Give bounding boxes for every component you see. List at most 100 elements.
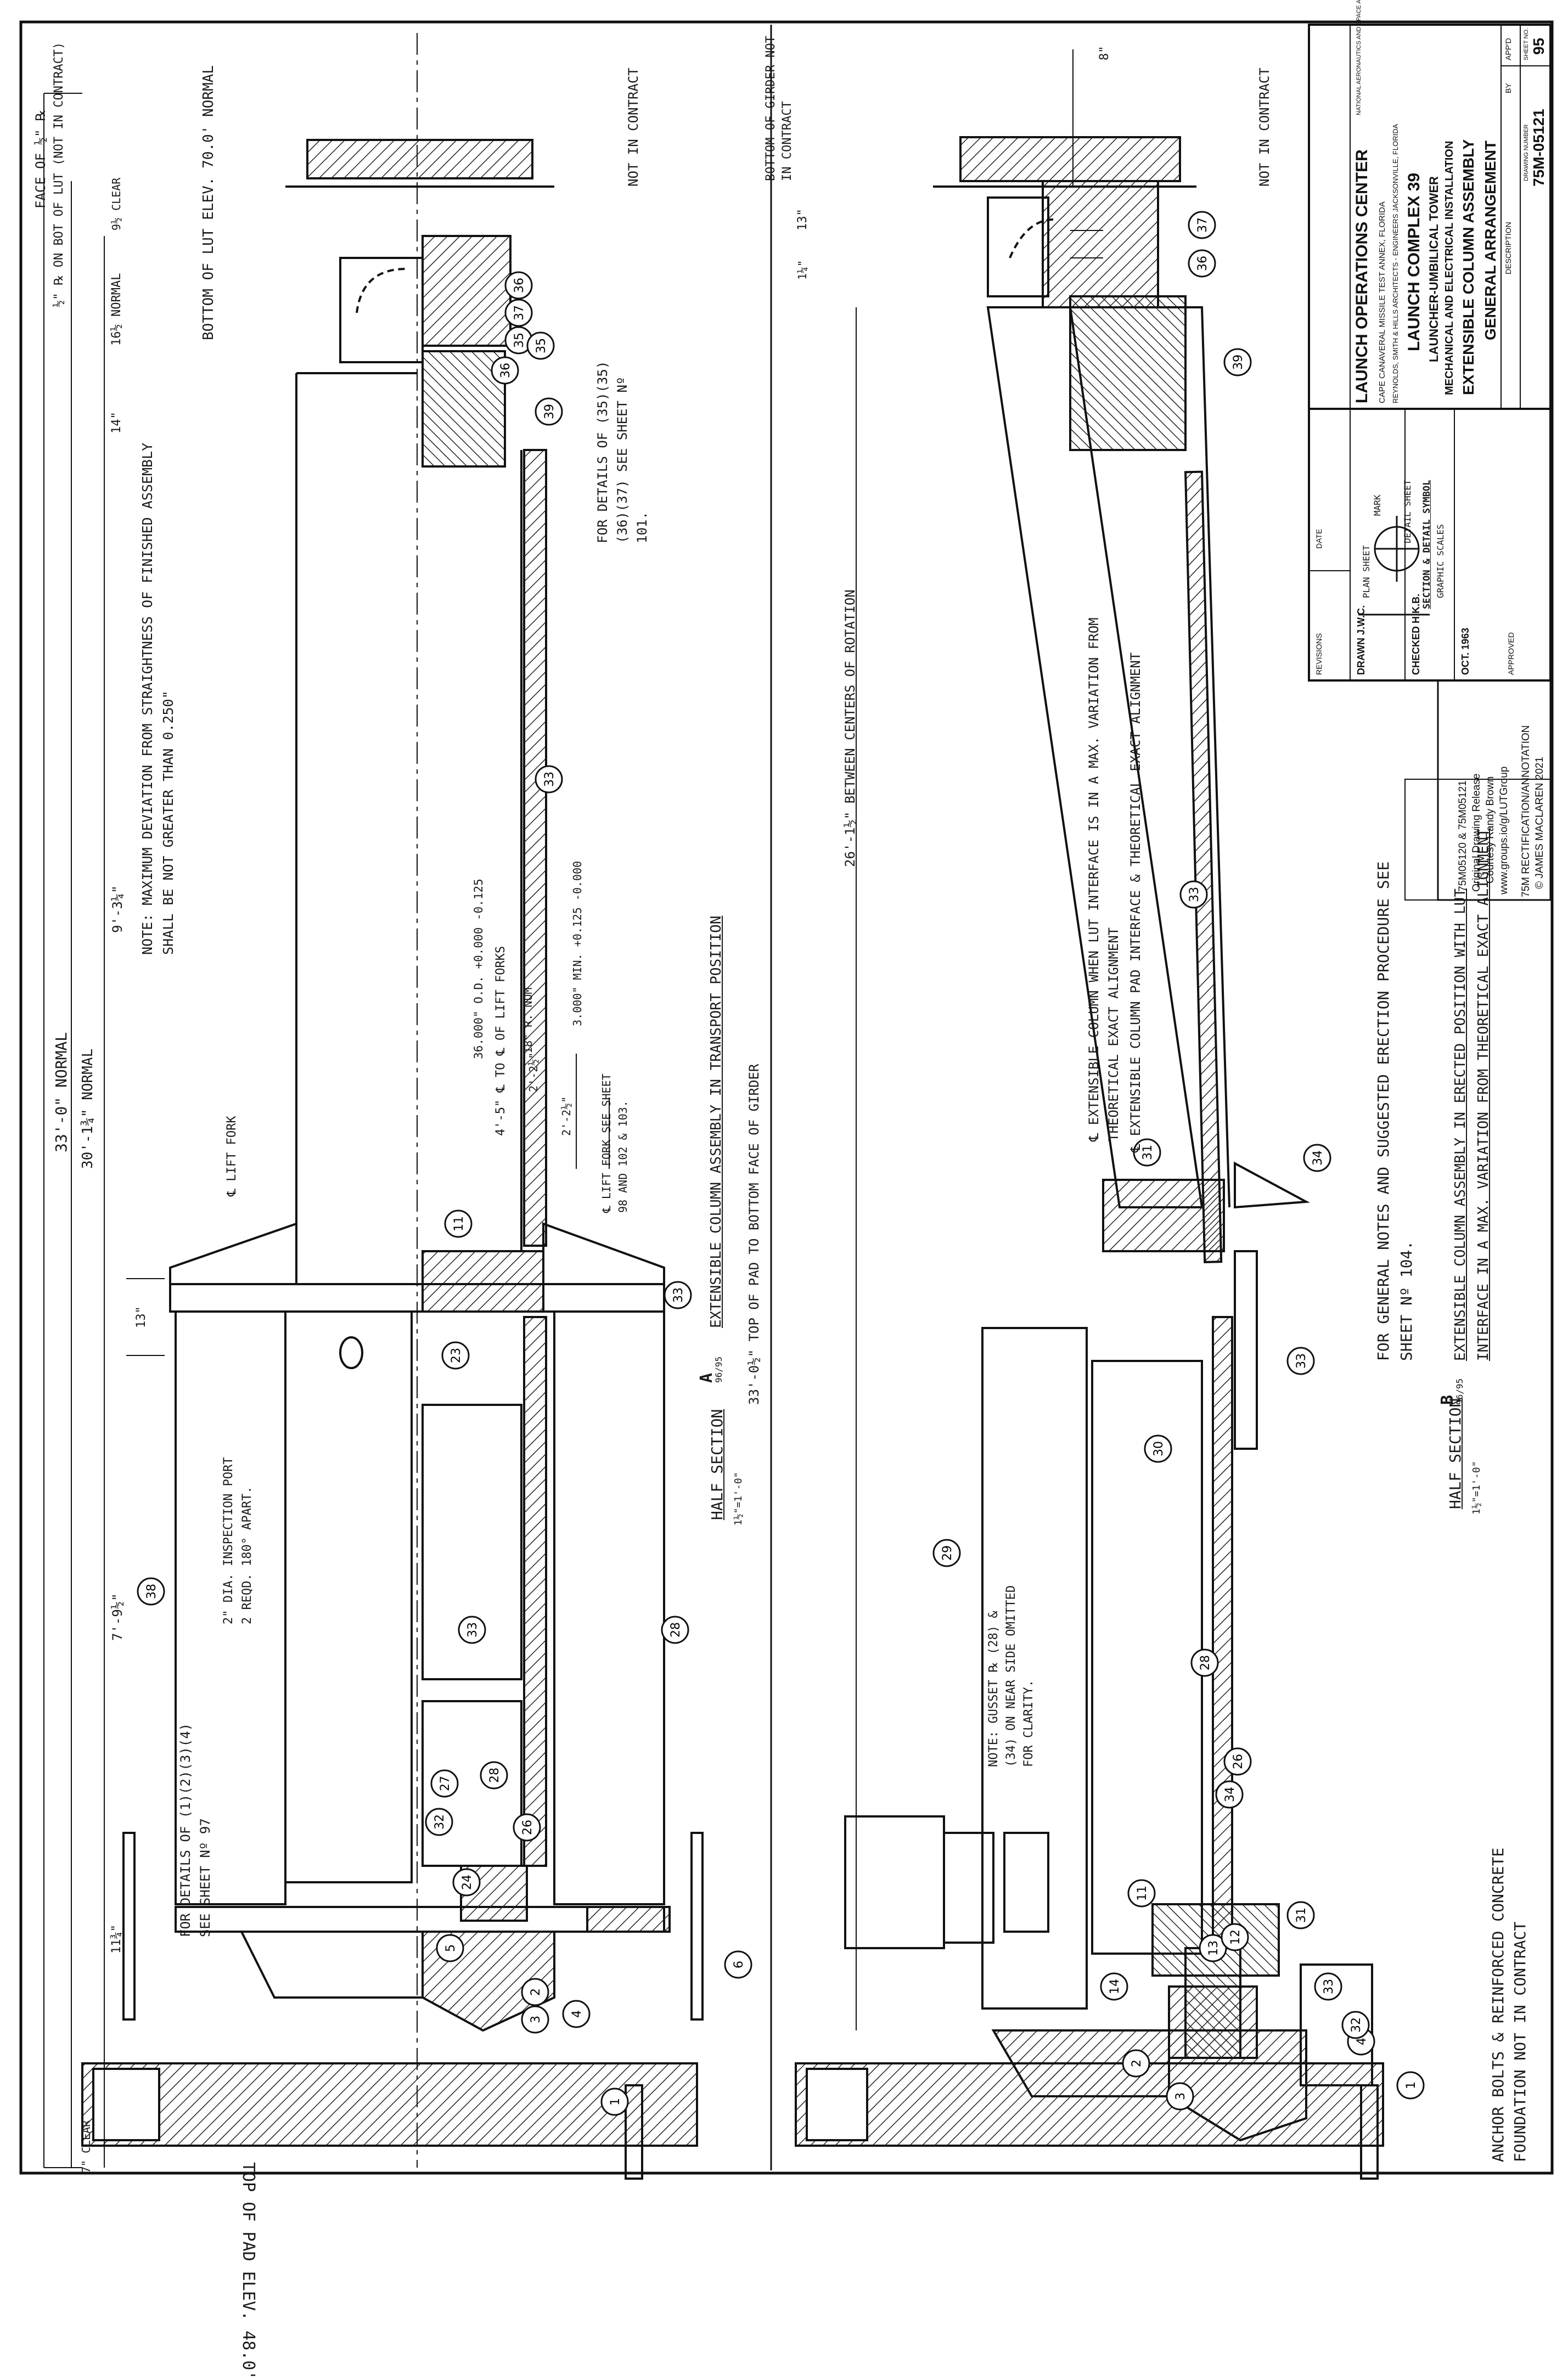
section-b-drawing	[771, 33, 1384, 2180]
credit-line-5: 75M RECTIFICATION/ANNOTATION	[1520, 725, 1532, 897]
bottom-girder-label: BOTTOM OF GIRDER NOT IN CONTRACT	[764, 36, 794, 181]
bottom-callout-circle	[1215, 1780, 1244, 1809]
top-callout-label: 39	[543, 404, 557, 419]
top-callout-circle	[425, 1808, 453, 1836]
top-callout-circle	[521, 1978, 549, 2006]
top-callout-circle	[661, 1616, 689, 1644]
top-callout-bubble: 5	[436, 1934, 464, 1962]
top-callout-label: 38	[145, 1584, 159, 1599]
bottom-callout-circle	[1199, 1934, 1227, 1962]
top-callout-label: 6	[732, 1961, 746, 1968]
bottom-callout-label: 12	[1229, 1929, 1243, 1945]
callout-bubbles: 3637353635393323383333282732245234161128…	[137, 211, 1425, 2116]
section-a-title: HALF SECTION	[708, 1409, 726, 1520]
top-callout-label: 35	[535, 338, 548, 353]
top-callout-label: 37	[513, 305, 526, 320]
bottom-callout-bubble: 13	[1199, 1934, 1227, 1962]
dim-9-3: 9'-3¼"	[110, 885, 125, 933]
bottom-callout-circle	[1286, 1347, 1315, 1375]
lift-fork-label-1: ℄ LIFT FORK	[225, 1116, 239, 1196]
general-notes: FOR GENERAL NOTES AND SUGGESTED ERECTION…	[1374, 861, 1415, 1361]
top-callout-label: 26	[521, 1820, 535, 1835]
top-callout-bubble: 33	[664, 1281, 692, 1309]
top-callout-circle	[600, 2088, 629, 2116]
bottom-callout-circle	[1179, 880, 1208, 909]
bottom-callout-label: 33	[1322, 1979, 1336, 1994]
tb-firm: REYNOLDS, SMITH & HILLS ARCHITECTS - ENG…	[1391, 123, 1400, 403]
tb-by: BY	[1504, 83, 1513, 93]
top-callout-bubble: 36	[504, 271, 533, 300]
tb-title-1: EXTENSIBLE COLUMN ASSEMBLY	[1460, 139, 1477, 395]
bottom-callout-bubble: 32	[1341, 2011, 1370, 2039]
legend-plan-sheet: PLAN SHEET	[1361, 545, 1372, 598]
dim-overall: 33'-0" NORMAL	[52, 1032, 70, 1152]
bottom-callout-bubble: 31	[1286, 1901, 1315, 1929]
dim-1: 1¼"	[796, 260, 809, 280]
bottom-callout-label: 32	[1350, 2017, 1363, 2033]
bottom-callout-circle	[1190, 1648, 1219, 1677]
bottom-callout-circle	[1122, 2049, 1150, 2078]
legend-scales: GRAPHIC SCALES	[1435, 524, 1446, 598]
section-a-drawing	[43, 33, 704, 2180]
bottom-callout-circle	[1396, 2071, 1425, 2100]
bottom-callout-label: 26	[1232, 1754, 1245, 1769]
bottom-callout-circle	[1341, 2011, 1370, 2039]
bottom-callout-bubble: 11	[1127, 1879, 1156, 1908]
top-callout-bubble: 3	[521, 2005, 549, 2034]
top-callout-circle	[724, 1950, 752, 1979]
top-callout-circle	[521, 2005, 549, 2034]
erected-desc: EXTENSIBLE COLUMN ASSEMBLY IN ERECTED PO…	[1452, 828, 1492, 1361]
top-callout-label: 5	[444, 1944, 458, 1952]
top-callout-label: 27	[439, 1776, 452, 1791]
bottom-callout-circle	[1100, 1972, 1128, 2001]
bottom-callout-circle	[1286, 1901, 1315, 1929]
top-callout-bubble: 35	[504, 326, 533, 355]
bottom-callout-label: 2	[1130, 2060, 1144, 2067]
section-a-sheet: 96/95	[713, 1356, 724, 1383]
dim-2-2b: 2'-2½"	[560, 1096, 573, 1136]
dim-14: 14"	[110, 412, 123, 434]
bottom-callout-bubble: 34	[1215, 1780, 1244, 1809]
tb-location: CAPE CANAVERAL MISSILE TEST ANNEX, FLORI…	[1378, 201, 1387, 403]
top-callout-bubble: 2	[521, 1978, 549, 2006]
top-callout-bubble: 32	[425, 1808, 453, 1836]
legend-title: SECTION & DETAIL SYMBOL	[1421, 480, 1432, 609]
top-callout-circle	[535, 397, 563, 426]
bottom-callout-bubble: 37	[1188, 211, 1216, 239]
bottom-callout-label: 28	[1199, 1655, 1212, 1670]
tb-nasa: NATIONAL AERONAUTICS AND SPACE ADMINISTR…	[1356, 0, 1362, 115]
bottom-callout-label: 39	[1232, 355, 1245, 370]
tb-drawn: DRAWN J.W.C.	[1356, 605, 1367, 675]
bottom-callout-circle	[1188, 211, 1216, 239]
top-callout-label: 33	[543, 772, 557, 787]
section-b-title: HALF SECTION	[1446, 1398, 1464, 1509]
top-callout-bubble: 6	[724, 1950, 752, 1979]
top-callout-circle	[458, 1616, 486, 1644]
bottom-callout-label: 14	[1108, 1979, 1122, 1994]
bottom-callout-label: 33	[1188, 887, 1201, 902]
top-callout-label: 2	[529, 1988, 543, 1996]
bottom-lut-label: BOTTOM OF LUT ELEV. 70.0' NORMAL	[200, 65, 217, 340]
top-callout-label: 28	[488, 1768, 502, 1783]
top-callout-bubble: 26	[513, 1813, 541, 1842]
top-callout-label: 33	[466, 1622, 480, 1638]
top-callout-circle	[526, 331, 555, 360]
bottom-callout-bubble: 39	[1223, 348, 1252, 376]
tb-drawing-no-label: DRAWING NUMBER	[1523, 124, 1530, 181]
top-callout-circle	[664, 1281, 692, 1309]
straightness-note: NOTE: MAXIMUM DEVIATION FROM STRAIGHTNES…	[139, 442, 176, 955]
top-callout-bubble: 33	[458, 1616, 486, 1644]
bottom-callout-bubble: 34	[1303, 1144, 1331, 1172]
tb-date-value: OCT. 1963	[1460, 627, 1471, 675]
top-callout-circle	[504, 271, 533, 300]
dim-2-2a: 2'-2½"	[527, 1052, 540, 1092]
top-callout-bubble: 38	[137, 1577, 165, 1606]
bottom-callout-bubble: 30	[1144, 1434, 1172, 1463]
top-callout-circle	[491, 356, 519, 385]
bottom-callout-label: 11	[1136, 1886, 1149, 1901]
lift-fork-label-2: ℄ LIFT FORK SEE SHEET 98 AND 102 & 103.	[600, 1073, 630, 1213]
section-b-scale: 1½"=1'-0"	[1471, 1461, 1482, 1515]
bottom-callout-circle	[1133, 1138, 1161, 1167]
bottom-callout-bubble: 14	[1100, 1972, 1128, 2001]
top-callout-label: 11	[452, 1216, 466, 1231]
